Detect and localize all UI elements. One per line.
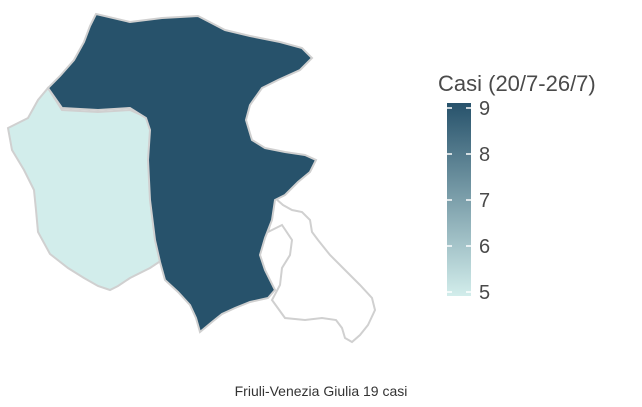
legend-tick-label: 9: [479, 98, 490, 120]
province-trieste: [266, 196, 377, 344]
legend-tick-label: 6: [479, 236, 490, 258]
legend-tick-label: 8: [479, 144, 490, 166]
legend-tick-label: 7: [479, 190, 490, 212]
legend-ticks: 9 8 7 6 5: [447, 98, 490, 304]
province-pordenone: [6, 86, 164, 292]
map-caption: Friuli-Venezia Giulia 19 casi: [235, 383, 408, 399]
legend-title: Casi (20/7-26/7): [438, 71, 596, 96]
legend-tick-label: 5: [479, 282, 490, 304]
province-udine: [46, 12, 318, 334]
